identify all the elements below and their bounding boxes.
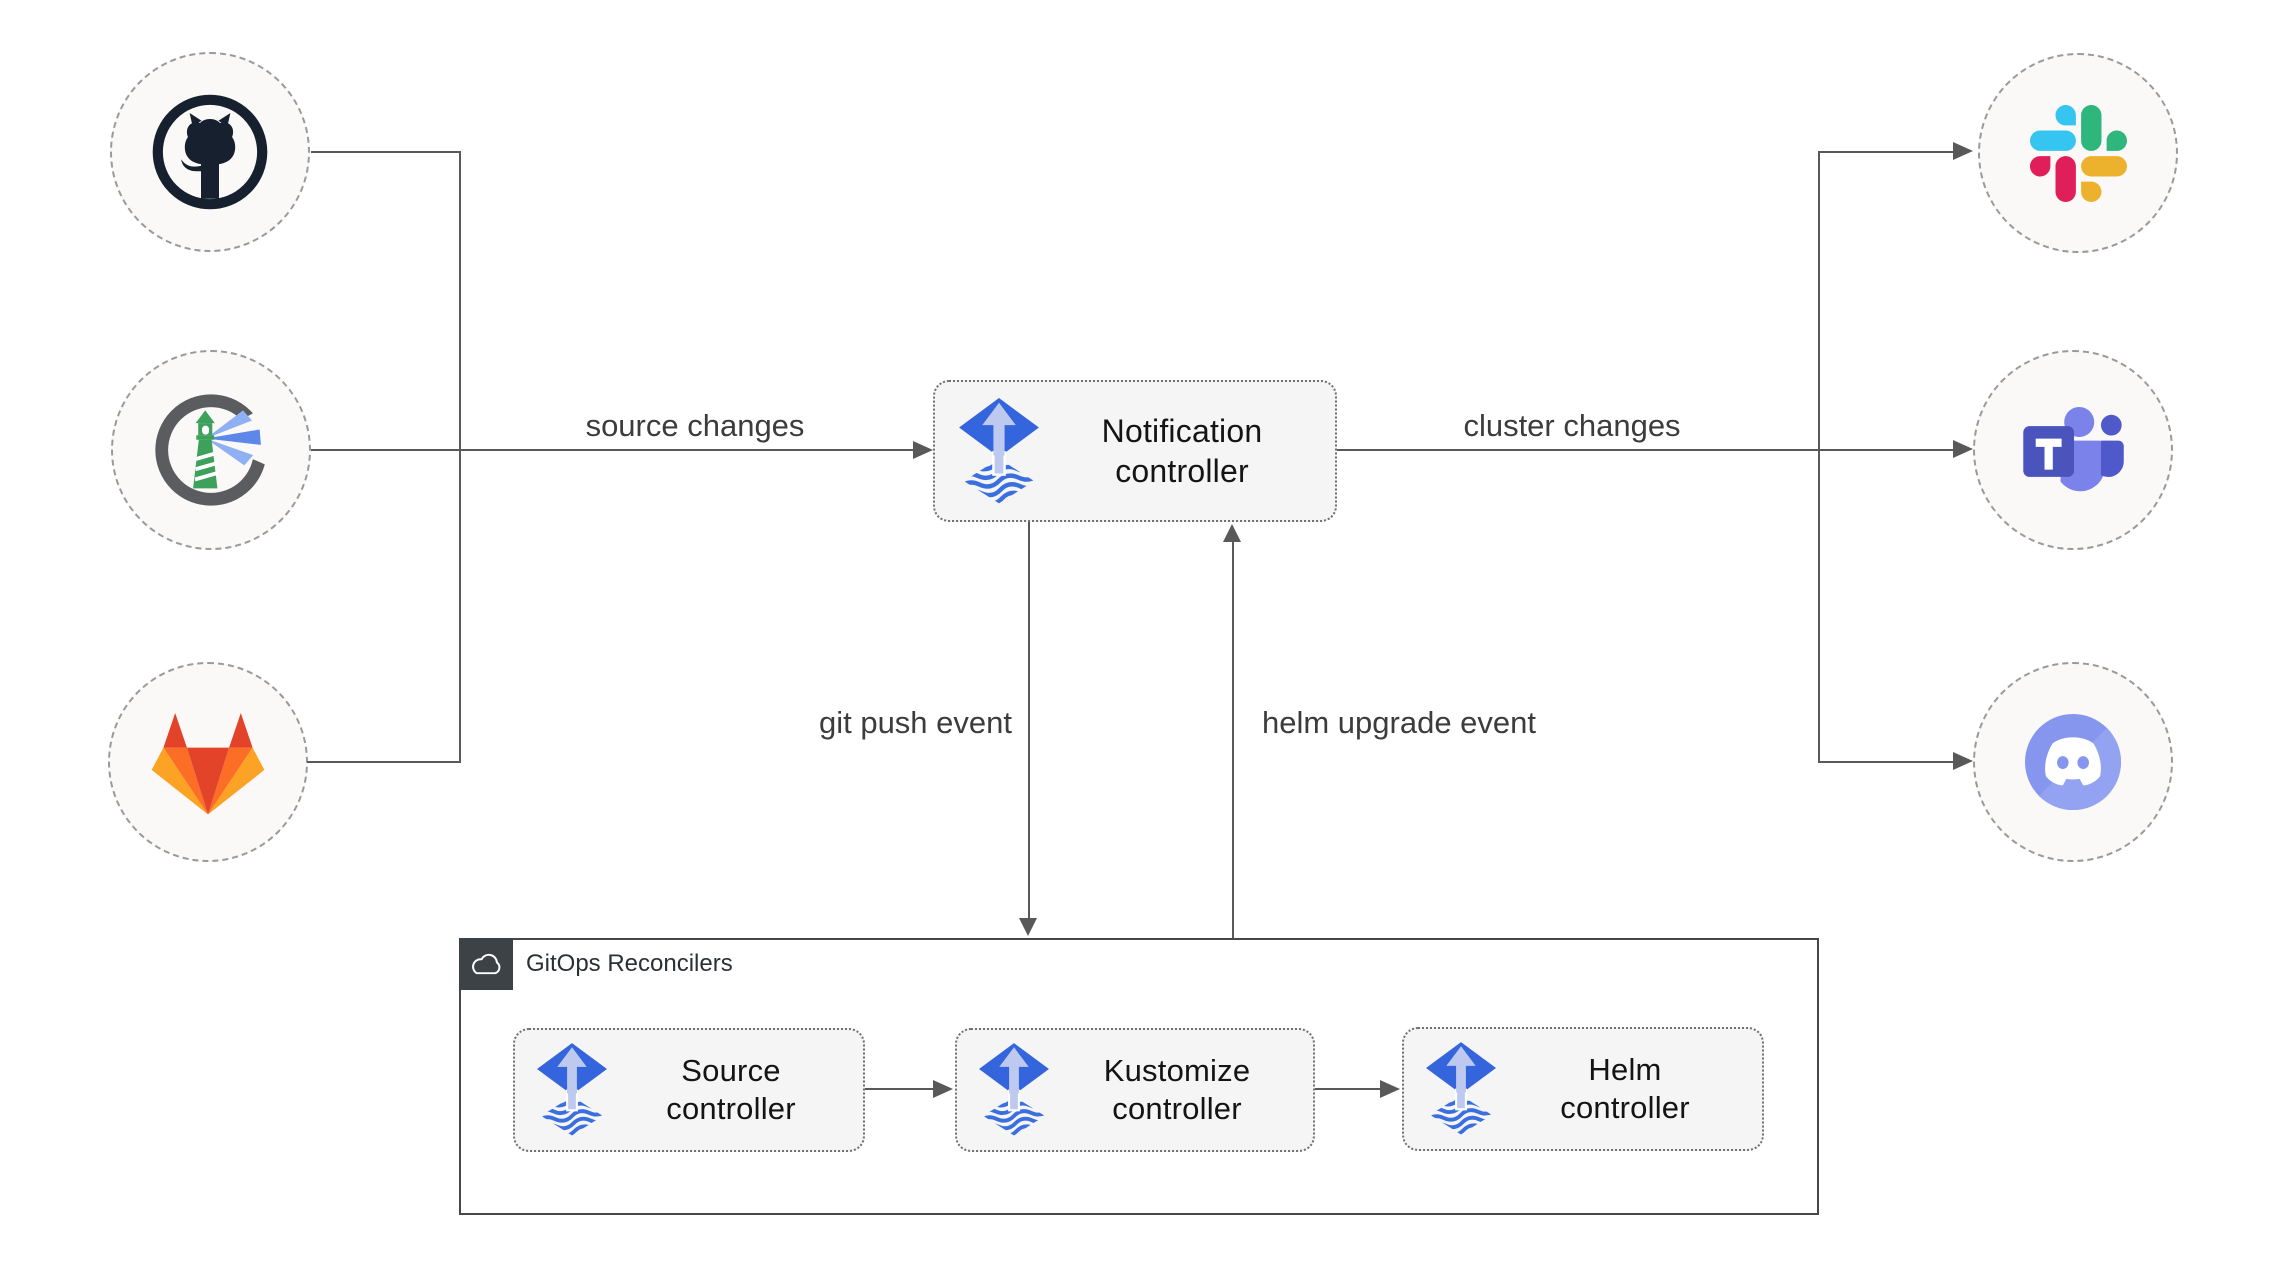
node-notification-controller: Notification controller bbox=[933, 380, 1337, 522]
edge-source-changes-line bbox=[459, 449, 915, 451]
node-label-line1: Kustomize bbox=[1103, 1053, 1251, 1088]
node-label-line1: Notification bbox=[1101, 413, 1263, 449]
edge-cluster-changes-line bbox=[1337, 449, 1819, 451]
node-label: Helm controller bbox=[1496, 1051, 1754, 1127]
source-github bbox=[110, 52, 310, 252]
github-icon bbox=[150, 92, 270, 212]
edge-helm-upgrade-line bbox=[1232, 540, 1234, 938]
edge-label-git-push-event: git push event bbox=[818, 705, 1012, 740]
group-badge bbox=[459, 938, 513, 990]
node-label: Kustomize controller bbox=[1049, 1052, 1305, 1128]
target-teams bbox=[1973, 350, 2173, 550]
target-slack bbox=[1978, 53, 2178, 253]
arrowhead-into-helm bbox=[1380, 1080, 1400, 1098]
node-label-line2: controller bbox=[666, 1091, 796, 1126]
edge-kustomize-to-helm-line bbox=[1315, 1088, 1382, 1090]
node-label-line2: controller bbox=[1115, 453, 1249, 489]
edge-slack-line bbox=[1819, 151, 1953, 153]
node-label-line2: controller bbox=[1560, 1090, 1690, 1125]
arrowhead-into-kustomize bbox=[933, 1080, 953, 1098]
edge-github-line bbox=[311, 151, 460, 153]
source-gitlab bbox=[108, 662, 308, 862]
cloud-icon bbox=[468, 951, 505, 978]
edge-source-to-kustomize-line bbox=[865, 1088, 935, 1090]
source-harbor bbox=[111, 350, 311, 550]
edge-label-cluster-changes: cluster changes bbox=[1463, 408, 1681, 443]
target-discord bbox=[1973, 662, 2173, 862]
arrowhead-into-notification-bottom bbox=[1223, 524, 1241, 542]
harbor-icon bbox=[147, 386, 275, 514]
arrowhead-into-discord bbox=[1953, 752, 1973, 770]
edge-teams-line bbox=[1819, 449, 1953, 451]
arrowhead-into-notification-left bbox=[913, 441, 933, 459]
gitlab-icon bbox=[146, 708, 270, 817]
edge-label-source-changes: source changes bbox=[585, 408, 805, 443]
node-source-controller: Source controller bbox=[513, 1028, 865, 1152]
arrowhead-into-reconcilers bbox=[1019, 918, 1037, 936]
edge-harbor-line bbox=[311, 449, 460, 451]
edge-right-trunk-line bbox=[1818, 151, 1820, 763]
node-label-line1: Helm bbox=[1588, 1052, 1662, 1087]
edge-left-trunk-line bbox=[459, 151, 461, 763]
flux-icon bbox=[979, 1043, 1049, 1137]
arrowhead-into-teams bbox=[1953, 440, 1973, 458]
microsoft-teams-icon bbox=[2015, 398, 2131, 502]
flux-icon bbox=[537, 1043, 607, 1137]
node-label: Source controller bbox=[607, 1052, 855, 1128]
group-title: GitOps Reconcilers bbox=[526, 950, 733, 977]
node-helm-controller: Helm controller bbox=[1402, 1027, 1764, 1151]
slack-icon bbox=[2030, 105, 2127, 202]
arrowhead-into-slack bbox=[1953, 142, 1973, 160]
flux-icon bbox=[1426, 1042, 1496, 1136]
node-kustomize-controller: Kustomize controller bbox=[955, 1028, 1315, 1152]
edge-label-helm-upgrade-event: helm upgrade event bbox=[1262, 705, 1537, 740]
node-label-line1: Source bbox=[681, 1053, 781, 1088]
discord-icon bbox=[2013, 702, 2133, 822]
node-label-line2: controller bbox=[1112, 1091, 1242, 1126]
node-label: Notification controller bbox=[1039, 411, 1325, 491]
edge-gitlab-line bbox=[307, 761, 460, 763]
edge-discord-line bbox=[1819, 761, 1953, 763]
flux-icon bbox=[959, 398, 1039, 505]
edge-git-push-line bbox=[1028, 521, 1030, 920]
